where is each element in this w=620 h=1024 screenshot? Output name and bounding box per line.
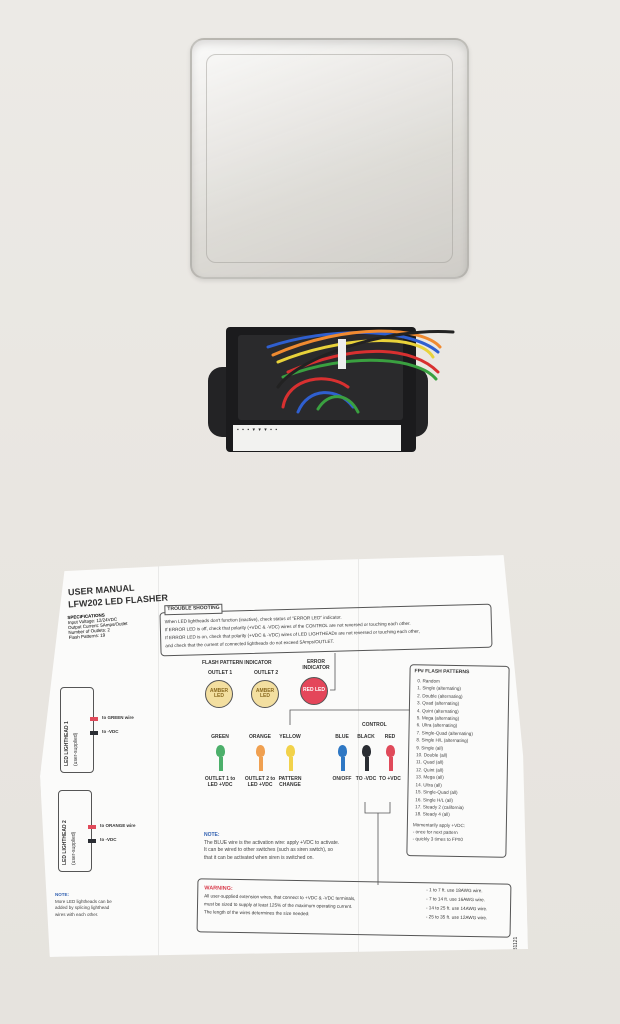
wire-plug-icon <box>216 745 225 771</box>
led-flasher-unit: ▪ ▪ ▪ ▾ ▾ ▾ ▪ ▪ <box>208 327 455 453</box>
wire-function-label: ON/OFF <box>332 776 352 782</box>
red-error-led: RED LED <box>300 677 328 705</box>
note-left: NOTE: More LED lightheads can be added b… <box>55 892 112 917</box>
wire-color-label: YELLOW <box>279 734 301 740</box>
wire-function-label: PATTERN CHANGE <box>278 776 302 788</box>
wire-color-label: ORANGE <box>249 734 271 740</box>
wire-function-label: TO +VDC <box>379 776 401 782</box>
wire-plug-icon <box>286 745 295 771</box>
print-code: 081121 <box>513 936 519 953</box>
warning-box: WARNING: All user-supplied extension wir… <box>196 878 512 938</box>
user-manual-sheet: USER MANUAL LFW202 LED FLASHER SPECIFICA… <box>40 555 528 957</box>
lighthead-1-box: LED LIGHTHEAD 1 (user-supplied) <box>60 687 94 773</box>
wire-plug-icon <box>338 745 347 771</box>
wire-color-label: BLUE <box>335 734 349 740</box>
wire-color-label: BLACK <box>357 734 375 740</box>
unit-label: ▪ ▪ ▪ ▾ ▾ ▾ ▪ ▪ <box>233 425 401 451</box>
wire-color-label: GREEN <box>211 734 229 740</box>
wire-plug-icon <box>256 745 265 771</box>
wire-plug-icon <box>386 745 395 771</box>
transparent-lens-cover <box>190 38 469 279</box>
wire-bundle <box>266 329 455 414</box>
lighthead-2-box: LED LIGHTHEAD 2 (user-supplied) <box>58 790 92 872</box>
amber-led-outlet-1: AMBER LED <box>205 680 233 708</box>
wire-function-label: OUTLET 1 to LED +VDC <box>204 776 236 788</box>
note-center: NOTE: The BLUE wire is the activation wi… <box>204 832 340 861</box>
flash-pattern-item: 18. Steady 4 (all) <box>415 811 450 818</box>
connector-lines <box>289 653 410 885</box>
wire-function-label: OUTLET 2 to LED +VDC <box>244 776 276 788</box>
wire-function-label: TO -VDC <box>355 776 377 782</box>
wire-plug-icon <box>362 745 371 771</box>
wire-color-label: RED <box>384 734 396 740</box>
amber-led-outlet-2: AMBER LED <box>251 680 279 708</box>
